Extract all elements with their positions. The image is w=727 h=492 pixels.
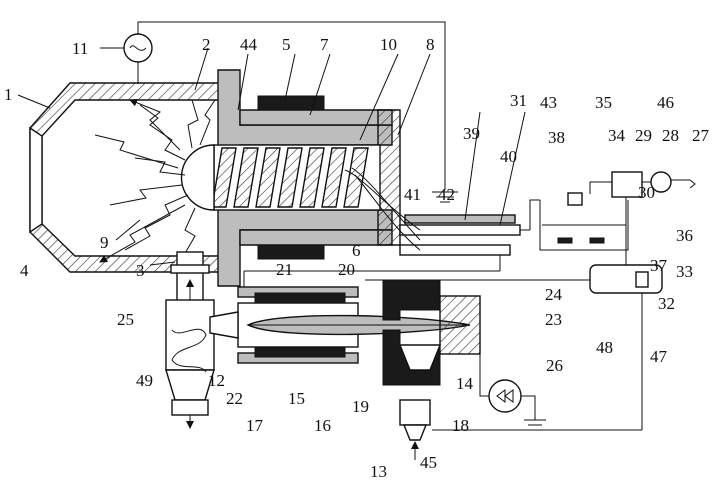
label-6: 6 [352,241,361,260]
label-47: 47 [650,347,668,366]
label-19: 19 [352,397,369,416]
label-5: 5 [282,35,291,54]
label-8: 8 [426,35,435,54]
label-26: 26 [546,356,563,375]
label-38: 38 [548,128,565,147]
label-17: 17 [246,416,264,435]
label-30: 30 [638,183,655,202]
label-21: 21 [276,260,293,279]
label-16: 16 [314,416,331,435]
label-43: 43 [540,93,557,112]
label-41: 41 [404,185,421,204]
discharge-sparks [94,98,216,263]
label-42: 42 [438,185,455,204]
plasma-torch [209,279,481,460]
label-20: 20 [338,260,355,279]
label-44: 44 [240,35,258,54]
label-27: 27 [692,126,710,145]
label-36: 36 [676,226,693,245]
label-46: 46 [657,93,674,112]
label-35: 35 [595,93,612,112]
label-3: 3 [136,261,145,280]
label-29: 29 [635,126,652,145]
label-49: 49 [136,371,153,390]
label-31: 31 [510,91,527,110]
label-11: 11 [72,39,88,58]
outlet-and-cyclone [165,251,215,429]
label-33: 33 [676,262,693,281]
label-2: 2 [202,35,211,54]
feed-system [243,167,696,431]
label-1: 1 [4,85,13,104]
label-37: 37 [650,256,668,275]
screw-coil [211,147,369,208]
label-13: 13 [370,462,387,481]
electrode-assembly [180,69,401,287]
label-28: 28 [662,126,679,145]
label-23: 23 [545,310,562,329]
leader-lines [17,47,526,266]
label-22: 22 [226,389,243,408]
label-45: 45 [420,453,437,472]
label-48: 48 [596,338,613,357]
label-24: 24 [545,285,563,304]
label-7: 7 [320,35,329,54]
label-25: 25 [117,310,134,329]
label-40: 40 [500,147,517,166]
label-12: 12 [208,371,225,390]
label-32: 32 [658,294,675,313]
label-15: 15 [288,389,305,408]
label-10: 10 [380,35,397,54]
part-labels: 1 2 3 4 5 6 7 8 9 10 11 12 13 14 15 16 1… [4,35,710,481]
label-14: 14 [456,374,474,393]
label-18: 18 [452,416,469,435]
label-4: 4 [20,261,29,280]
label-34: 34 [608,126,626,145]
label-39: 39 [463,124,480,143]
label-9: 9 [100,233,109,252]
